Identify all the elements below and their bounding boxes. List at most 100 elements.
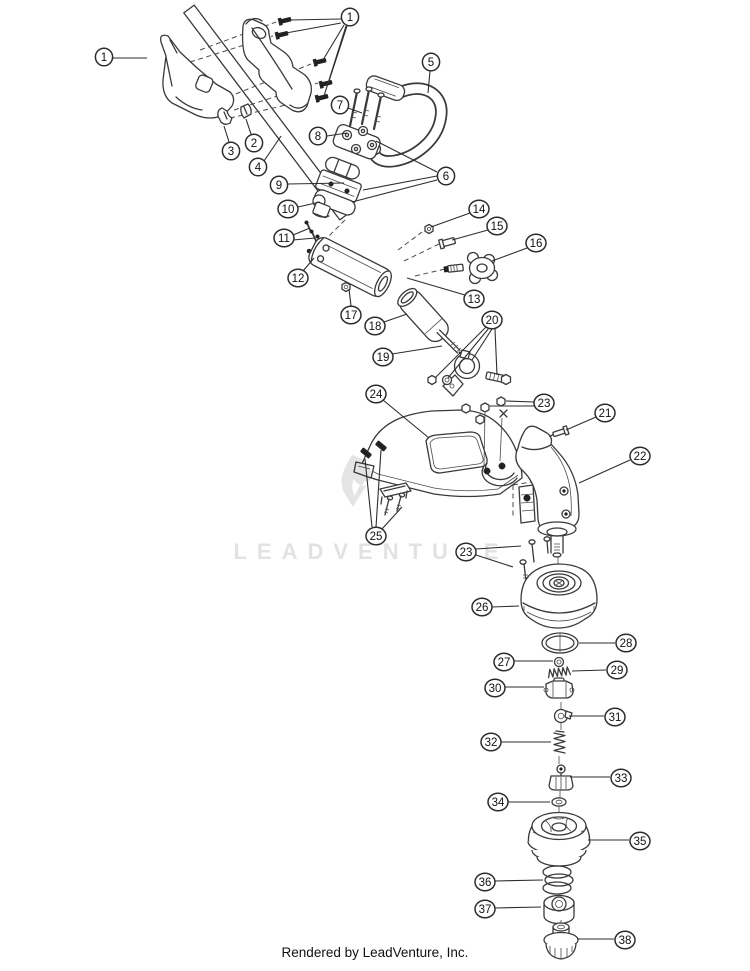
callout-4[interactable]: 4 xyxy=(248,135,282,177)
part-knob-16 xyxy=(443,251,499,285)
callout-14[interactable]: 14 xyxy=(430,199,490,228)
callout-bubble xyxy=(221,141,241,161)
callout-number: 10 xyxy=(282,204,295,216)
callout-28[interactable]: 28 xyxy=(579,633,637,653)
callout-9[interactable]: 9 xyxy=(269,175,345,195)
callout-29[interactable]: 29 xyxy=(571,660,628,680)
callout-35[interactable]: 35 xyxy=(588,831,651,851)
callout-bubble xyxy=(629,446,651,466)
part-clip-2 xyxy=(240,103,252,119)
callout-17[interactable]: 17 xyxy=(340,288,362,325)
callout-number: 38 xyxy=(619,935,632,947)
callout-bubble xyxy=(468,199,490,219)
callout-number: 9 xyxy=(276,180,282,192)
callout-22[interactable]: 22 xyxy=(578,446,651,484)
callout-21[interactable]: 21 xyxy=(565,403,616,431)
callout-32[interactable]: 32 xyxy=(480,732,551,752)
callout-bubble xyxy=(629,831,651,851)
callout-11[interactable]: 11 xyxy=(273,227,316,248)
callout-bubble xyxy=(273,228,295,248)
callout-number: 15 xyxy=(491,221,504,233)
diagram-artwork xyxy=(160,4,598,960)
callout-bubble xyxy=(484,678,506,698)
part-washer-34 xyxy=(551,797,567,812)
callout-33[interactable]: 33 xyxy=(570,768,632,788)
callout-number: 22 xyxy=(634,451,647,463)
callout-bubble xyxy=(604,707,626,727)
callout-8[interactable]: 8 xyxy=(308,126,348,146)
callout-24[interactable]: 24 xyxy=(365,384,430,439)
callout-bubble xyxy=(308,126,328,146)
callout-10[interactable]: 10 xyxy=(277,199,321,219)
callout-bubble xyxy=(463,289,485,309)
callout-23[interactable]: 23 xyxy=(455,542,522,568)
callout-number: 1 xyxy=(347,12,353,24)
callout-number: 7 xyxy=(337,100,343,112)
callout-number: 29 xyxy=(611,665,624,677)
callout-bubble xyxy=(248,157,268,177)
callout-34[interactable]: 34 xyxy=(487,792,550,812)
watermark: LEADVENTURE xyxy=(233,455,499,564)
callout-bubble xyxy=(533,393,555,413)
callout-number: 21 xyxy=(599,408,612,420)
callout-bubble xyxy=(372,347,394,367)
callout-27[interactable]: 27 xyxy=(493,652,553,672)
callout-36[interactable]: 36 xyxy=(474,872,544,892)
part-guard-24 xyxy=(353,409,523,498)
callout-bubble xyxy=(365,384,387,404)
callout-bubble xyxy=(486,216,508,236)
callout-number: 20 xyxy=(486,315,499,327)
part-screws-7 xyxy=(348,86,385,131)
part-spool-35 xyxy=(527,811,591,867)
callout-number: 34 xyxy=(492,797,505,809)
callout-1[interactable]: 1 xyxy=(94,47,147,67)
callout-7[interactable]: 7 xyxy=(330,95,363,115)
callout-bubble xyxy=(493,652,515,672)
callout-number: 3 xyxy=(228,146,234,158)
callout-number: 14 xyxy=(473,204,486,216)
callout-38[interactable]: 38 xyxy=(578,930,636,950)
callout-2[interactable]: 2 xyxy=(244,118,264,153)
callout-bubble xyxy=(436,166,456,186)
callout-bubble xyxy=(269,175,289,195)
callout-number: 25 xyxy=(370,531,383,543)
callout-23[interactable]: 23 xyxy=(490,393,555,413)
callout-5[interactable]: 5 xyxy=(421,52,441,94)
callout-number: 30 xyxy=(489,683,502,695)
callout-6[interactable]: 6 xyxy=(351,140,456,203)
callout-20[interactable]: 20 xyxy=(434,310,503,379)
callout-bubble xyxy=(474,899,496,919)
callout-15[interactable]: 15 xyxy=(451,216,508,241)
part-cam-33 xyxy=(548,764,574,797)
part-hanger-10 xyxy=(312,194,331,219)
callout-13[interactable]: 13 xyxy=(406,277,485,309)
part-nut-17 xyxy=(341,281,351,293)
callout-25[interactable]: 25 xyxy=(364,449,403,546)
callout-number: 33 xyxy=(615,773,628,785)
callout-bubble xyxy=(277,199,299,219)
callout-number: 16 xyxy=(530,238,543,250)
callout-1[interactable]: 1 xyxy=(285,7,360,97)
callout-bubble xyxy=(421,52,441,72)
callout-bubble xyxy=(455,542,477,562)
part-spring-29 xyxy=(548,666,572,679)
callout-layer: 1132457869101112141516131718192024232122… xyxy=(94,7,651,950)
part-oring-28 xyxy=(541,632,579,654)
callout-bubble xyxy=(474,872,496,892)
callout-12[interactable]: 12 xyxy=(287,257,315,288)
callout-19[interactable]: 19 xyxy=(372,345,443,367)
callout-number: 28 xyxy=(620,638,633,650)
callout-16[interactable]: 16 xyxy=(491,233,547,262)
callout-bubble xyxy=(287,268,309,288)
callout-26[interactable]: 26 xyxy=(471,597,520,617)
callout-18[interactable]: 18 xyxy=(364,313,408,336)
part-spring-32 xyxy=(553,723,566,764)
callout-number: 26 xyxy=(476,602,489,614)
callout-37[interactable]: 37 xyxy=(474,899,542,919)
callout-number: 31 xyxy=(609,712,622,724)
callout-30[interactable]: 30 xyxy=(484,678,544,698)
callout-31[interactable]: 31 xyxy=(569,707,626,727)
callout-bubble xyxy=(365,526,387,546)
callout-3[interactable]: 3 xyxy=(221,125,241,161)
